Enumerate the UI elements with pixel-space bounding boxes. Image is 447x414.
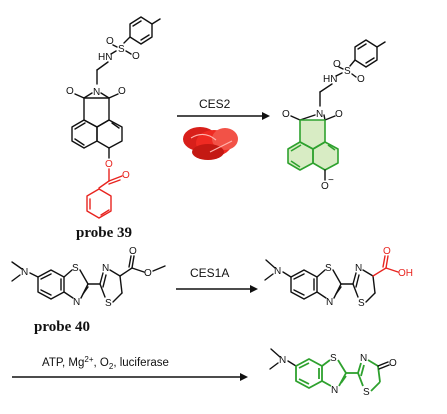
luciferase-conditions: ATP, Mg2+, O2, luciferase (42, 355, 169, 371)
thiazoline-sulfur: S (105, 298, 112, 309)
ester-carbonyl-oxygen: O (122, 170, 130, 181)
ketone-oxygen: O (389, 358, 397, 369)
carbonyl-oxygen: O (66, 86, 74, 97)
ester-oxygen: O (105, 159, 113, 170)
thiazolone-nitrogen: N (360, 353, 367, 364)
sulfonyl-oxygen: O (333, 59, 341, 70)
thiazole-sulfur: S (330, 353, 337, 364)
carbonyl-oxygen: O (335, 109, 343, 120)
thiazole-nitrogen: N (331, 385, 338, 396)
fluorophore-highlight (300, 120, 325, 149)
thiazole-sulfur: S (72, 263, 79, 274)
sulfur-atom: S (118, 44, 125, 55)
carbonyl-oxygen: O (118, 86, 126, 97)
naphthalene-ring-right (96, 119, 123, 149)
enzyme-ces2-label: CES2 (199, 97, 231, 111)
thiazoline-nitrogen: N (355, 263, 362, 274)
sulfonyl-oxygen: O (132, 51, 140, 62)
probe-39-label: probe 39 (76, 225, 132, 241)
phenolate-oxygen: O (321, 181, 329, 192)
methyl-bond (376, 41, 386, 48)
product-1-structure: S O O HN N O O O − (282, 39, 386, 192)
acid-hydroxyl: OH (398, 268, 413, 279)
enzyme-ces1a-label: CES1A (190, 266, 229, 280)
sulfonyl-oxygen: O (106, 36, 114, 47)
imide-nitrogen: N (93, 87, 100, 98)
sulfonyl-oxygen: O (357, 74, 365, 85)
thiazolone-sulfur: S (363, 387, 370, 398)
dimethylamine-nitrogen: N (21, 267, 28, 278)
sulfur-atom: S (344, 66, 351, 77)
probe-39-structure: S O O HN N O O O O (66, 16, 161, 219)
product-2-structure: N S N N S O OH (264, 246, 413, 309)
benzoyl-ring (86, 188, 112, 219)
ester-oxygen: O (144, 268, 152, 279)
thiazoline-sulfur: S (358, 298, 365, 309)
thiazoline-nitrogen: N (102, 263, 109, 274)
dimethylamine-nitrogen: N (274, 266, 281, 277)
dimethylamine-nitrogen: N (279, 355, 286, 366)
nh-group: HN (98, 52, 112, 63)
negative-charge: − (328, 175, 334, 186)
ester-carbonyl-oxygen: O (129, 246, 137, 257)
carbonyl-oxygen: O (282, 109, 290, 120)
imide-nitrogen: N (316, 109, 323, 120)
nh-group: HN (323, 74, 337, 85)
arrowhead-2 (250, 285, 258, 293)
probe-40-structure: N S N N S O O (11, 246, 166, 309)
naphthalene-ring-left (71, 119, 98, 149)
methyl-bond (151, 18, 161, 25)
thiazole-sulfur: S (325, 263, 332, 274)
green-oxyluciferin-core (295, 358, 381, 392)
acid-carbonyl-oxygen: O (383, 246, 391, 257)
arrowhead-3 (240, 373, 248, 381)
product-3-structure: N S N N S O (269, 348, 397, 398)
naphthalene-ring-right-green (312, 141, 339, 171)
ces2-enzyme-icon (183, 127, 238, 160)
thiazole-nitrogen: N (73, 297, 80, 308)
arrowhead-1 (262, 112, 270, 120)
thiazole-nitrogen: N (326, 297, 333, 308)
fluorophore-highlight (313, 142, 338, 170)
probe-40-label: probe 40 (34, 319, 90, 335)
